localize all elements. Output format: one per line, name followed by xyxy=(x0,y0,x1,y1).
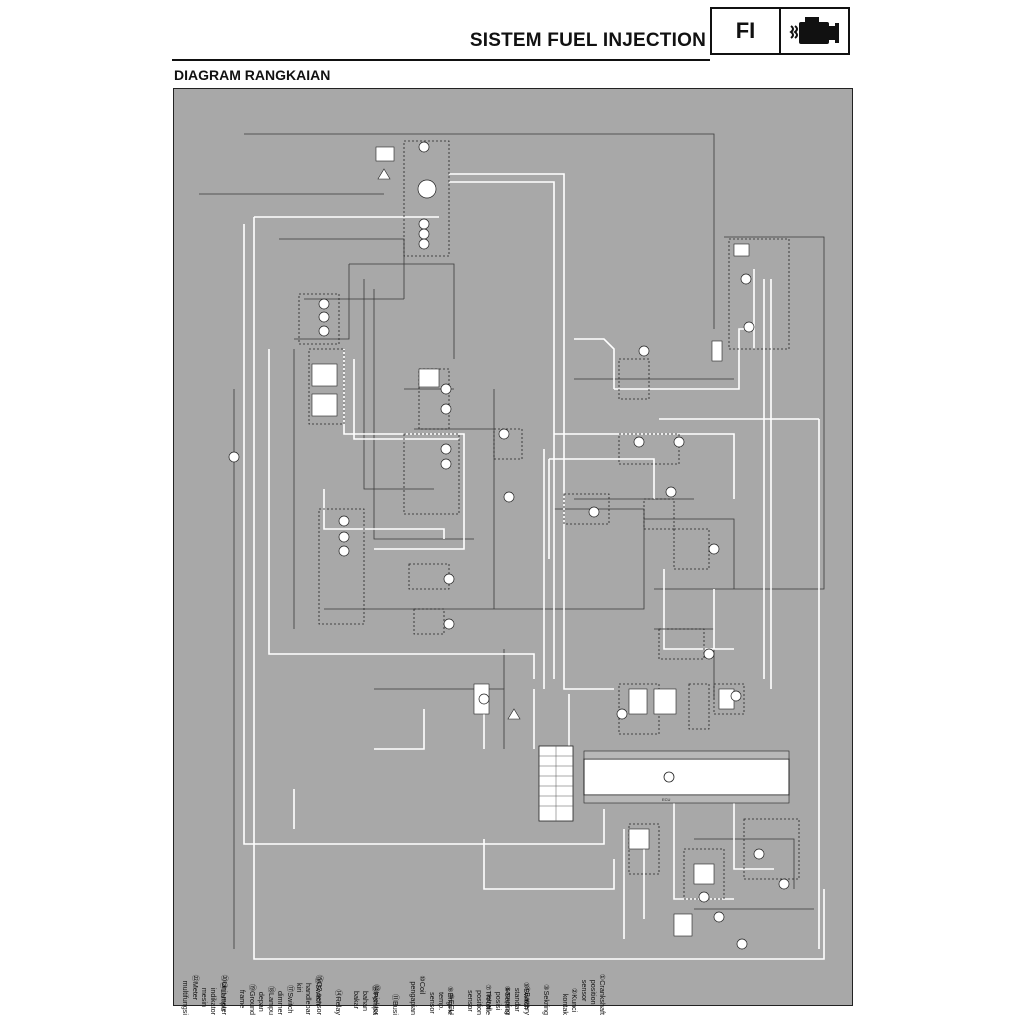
legend-item: ⑨Engine temp. sensor xyxy=(428,986,455,1015)
section-subtitle: DIAGRAM RANGKAIAN xyxy=(174,67,331,83)
legend-item: ②Kunci kontak xyxy=(561,987,579,1015)
legend-item: ⑦Throttle position sensor xyxy=(466,984,493,1015)
white-wiring xyxy=(243,173,825,960)
legend-item: ㉒Meter multifungsi xyxy=(181,974,200,1015)
legend-item: ⑯Switch handlebar kiri xyxy=(295,977,323,1015)
legend-item: ⑬Pompa bahan bakar xyxy=(352,985,380,1015)
dark-wiring xyxy=(199,133,825,949)
ecu-unit xyxy=(583,750,790,804)
ground-symbols xyxy=(377,168,521,720)
legend-item: ⑲Ground frame xyxy=(238,983,257,1015)
ecu-label: ECU xyxy=(662,797,671,802)
header-rule xyxy=(172,59,710,61)
circuit-diagram-drawing: ECU xyxy=(199,133,825,960)
engine-icon xyxy=(788,17,839,44)
page-title: SISTEM FUEL INJECTION xyxy=(469,30,706,51)
legend-item: ㉑Lampu indikator mesin xyxy=(200,981,228,1015)
section-code-badge: FI xyxy=(710,7,781,55)
legend-item: ⑩Coil pengapian xyxy=(409,975,427,1015)
connector-pin-table xyxy=(538,745,574,822)
connectors xyxy=(311,146,750,937)
legend-item: ③Sekring xyxy=(542,984,551,1015)
legend-item: ⑱Lampu depan xyxy=(257,985,276,1015)
legend-item: ⑪Busi xyxy=(391,993,400,1015)
legend-item: ⑰Switch dimmer xyxy=(276,985,295,1015)
component-markers xyxy=(228,141,790,950)
section-icon-box xyxy=(781,7,850,55)
legend-item: ⑭Relay xyxy=(334,989,343,1015)
circuit-diagram: ECU xyxy=(173,88,853,1006)
legend-item: ①Crankshaft position sensor xyxy=(580,973,607,1015)
component-boxes xyxy=(298,140,800,900)
